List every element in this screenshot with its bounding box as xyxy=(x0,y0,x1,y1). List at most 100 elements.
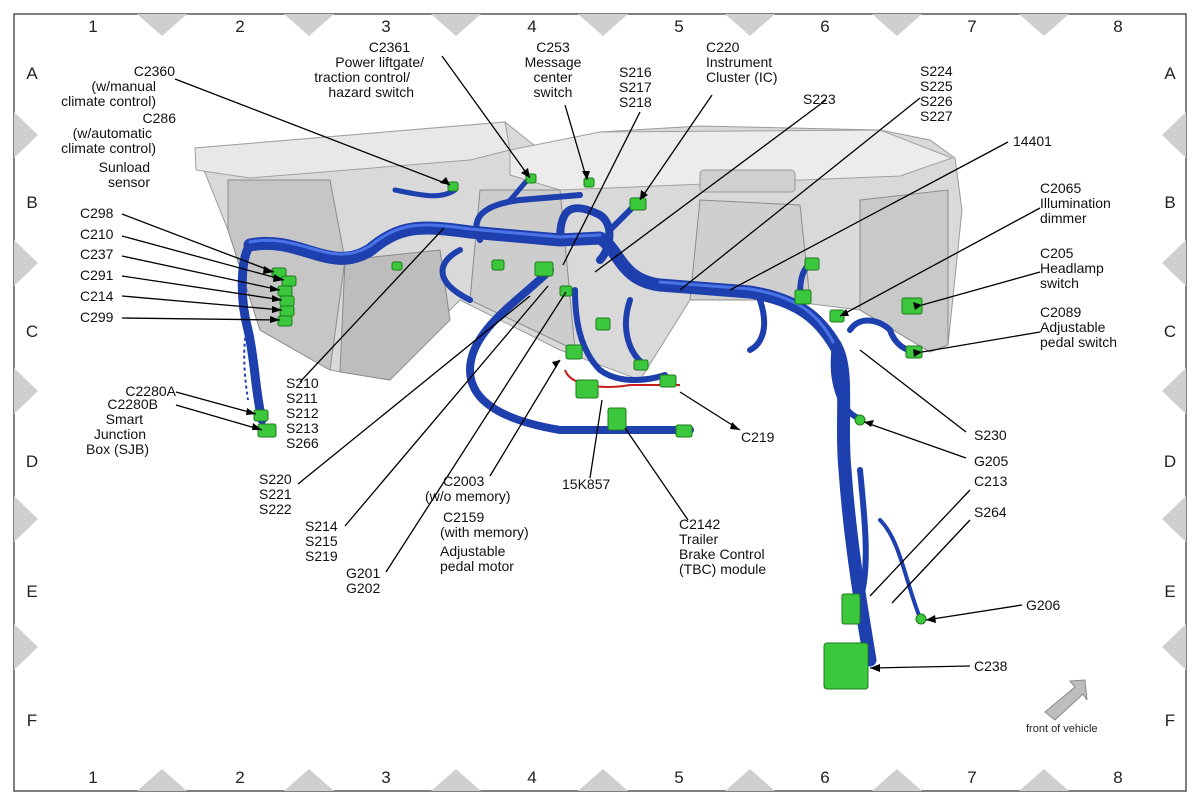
connector-misc-f xyxy=(391,261,403,271)
callout-c2361: C2361 Power liftgate/ traction control/ … xyxy=(314,39,424,100)
svg-text:C220: C220 xyxy=(706,39,740,55)
svg-text:switch: switch xyxy=(534,84,573,100)
connector-c299 xyxy=(277,315,293,327)
svg-text:S220: S220 xyxy=(259,471,292,487)
svg-text:C205: C205 xyxy=(1040,245,1074,261)
grid-col-label: 6 xyxy=(820,768,829,787)
svg-text:Illumination: Illumination xyxy=(1040,195,1111,211)
svg-text:G206: G206 xyxy=(1026,597,1060,613)
callout-c238: C238 xyxy=(974,658,1008,674)
svg-text:S227: S227 xyxy=(920,108,953,124)
svg-text:Sunload: Sunload xyxy=(99,159,150,175)
grid-col-label: 4 xyxy=(527,768,536,787)
callout-14401: 14401 xyxy=(1013,133,1052,149)
svg-text:Adjustable: Adjustable xyxy=(1040,319,1106,335)
grid-col-label: 5 xyxy=(674,17,683,36)
grid-row-labels-left: A B C D E F xyxy=(26,64,38,730)
svg-text:S223: S223 xyxy=(803,91,836,107)
connector-c237 xyxy=(277,285,293,297)
svg-text:S210: S210 xyxy=(286,375,319,391)
grid-row-labels-right: A B C D E F xyxy=(1164,64,1176,730)
connector-misc-e xyxy=(794,289,812,305)
callout-s214: S214 S215 S219 xyxy=(305,518,338,564)
svg-text:C213: C213 xyxy=(974,473,1008,489)
connectors xyxy=(253,173,927,690)
grid-column-labels-top: 1 2 3 4 5 6 7 8 xyxy=(88,17,1122,36)
grid-col-label: 5 xyxy=(674,768,683,787)
svg-text:C2142: C2142 xyxy=(679,516,720,532)
callout-c2003: C2003 (w/o memory) xyxy=(425,473,511,504)
svg-text:G201: G201 xyxy=(346,565,380,581)
grid-column-labels-bottom: 1 2 3 4 5 6 7 8 xyxy=(88,768,1122,787)
grid-col-label: 2 xyxy=(235,768,244,787)
svg-text:S212: S212 xyxy=(286,405,319,421)
connector-c219 xyxy=(659,374,677,388)
callout-c2360: C2360 (w/manual climate control) xyxy=(61,63,175,109)
svg-text:S226: S226 xyxy=(920,93,953,109)
svg-text:pedal motor: pedal motor xyxy=(440,558,514,574)
connector-misc-c xyxy=(675,424,693,438)
svg-text:S219: S219 xyxy=(305,548,338,564)
svg-text:front of vehicle: front of vehicle xyxy=(1026,723,1098,735)
svg-text:C214: C214 xyxy=(80,288,114,304)
svg-text:sensor: sensor xyxy=(108,174,150,190)
grid-col-label: 6 xyxy=(820,17,829,36)
svg-text:S214: S214 xyxy=(305,518,338,534)
svg-text:C238: C238 xyxy=(974,658,1008,674)
svg-text:dimmer: dimmer xyxy=(1040,210,1087,226)
svg-text:C210: C210 xyxy=(80,226,114,242)
svg-text:Smart: Smart xyxy=(106,411,143,427)
callout-g206: G206 xyxy=(1026,597,1060,613)
svg-text:Power liftgate/: Power liftgate/ xyxy=(335,54,424,70)
connector-c238 xyxy=(823,642,869,690)
edge-markers xyxy=(14,14,1186,791)
grid-col-label: 1 xyxy=(88,768,97,787)
svg-text:S218: S218 xyxy=(619,94,652,110)
connector-c2280a xyxy=(253,409,269,422)
svg-text:C2159: C2159 xyxy=(443,509,484,525)
grid-row-label: E xyxy=(1164,582,1175,601)
svg-text:C253: C253 xyxy=(536,39,570,55)
grid-col-label: 7 xyxy=(967,768,976,787)
grid-col-label: 3 xyxy=(381,768,390,787)
callout-s210: S210 S211 S212 S213 S266 xyxy=(286,375,319,451)
connector-g206 xyxy=(915,613,927,625)
svg-text:C2280B: C2280B xyxy=(107,396,158,412)
connector-14401-a xyxy=(491,259,505,271)
callout-c2142: C2142 Trailer Brake Control (TBC) module xyxy=(679,516,766,577)
svg-text:C237: C237 xyxy=(80,246,114,262)
svg-text:C2003: C2003 xyxy=(443,473,484,489)
grid-col-label: 2 xyxy=(235,17,244,36)
svg-text:14401: 14401 xyxy=(1013,133,1052,149)
callout-s230: S230 xyxy=(974,427,1007,443)
callout-s224: S224 S225 S226 S227 xyxy=(920,63,953,124)
connector-c2003 xyxy=(565,344,583,360)
grid-row-label: D xyxy=(1164,452,1176,471)
svg-text:center: center xyxy=(534,69,573,85)
grid-col-label: 1 xyxy=(88,17,97,36)
connector-c205 xyxy=(901,297,923,315)
svg-text:C2361: C2361 xyxy=(369,39,410,55)
svg-text:Instrument: Instrument xyxy=(706,54,772,70)
callout-c2089: C2089 Adjustable pedal switch xyxy=(1040,304,1117,350)
grid-row-label: C xyxy=(26,322,38,341)
grid-col-label: 8 xyxy=(1113,17,1122,36)
svg-text:S211: S211 xyxy=(286,390,318,406)
svg-text:S222: S222 xyxy=(259,501,292,517)
grid-row-label: C xyxy=(1164,322,1176,341)
callout-left-connectors: C298 C210 C237 C291 C214 C299 xyxy=(80,205,114,325)
grid-row-label: B xyxy=(1164,193,1175,212)
grid-col-label: 7 xyxy=(967,17,976,36)
callout-c2159: C2159 (with memory) Adjustable pedal mot… xyxy=(440,509,529,574)
svg-text:G205: G205 xyxy=(974,453,1008,469)
callout-c286: C286 (w/automatic climate control) Sunlo… xyxy=(61,110,176,190)
connector-c214 xyxy=(279,305,295,317)
grid-row-label: B xyxy=(26,193,37,212)
grid-col-label: 4 xyxy=(527,17,536,36)
svg-text:(w/automatic: (w/automatic xyxy=(73,125,152,141)
grid-row-label: F xyxy=(27,711,37,730)
connector-misc-b xyxy=(633,359,649,371)
svg-text:Adjustable: Adjustable xyxy=(440,543,506,559)
connector-c253 xyxy=(583,177,595,188)
